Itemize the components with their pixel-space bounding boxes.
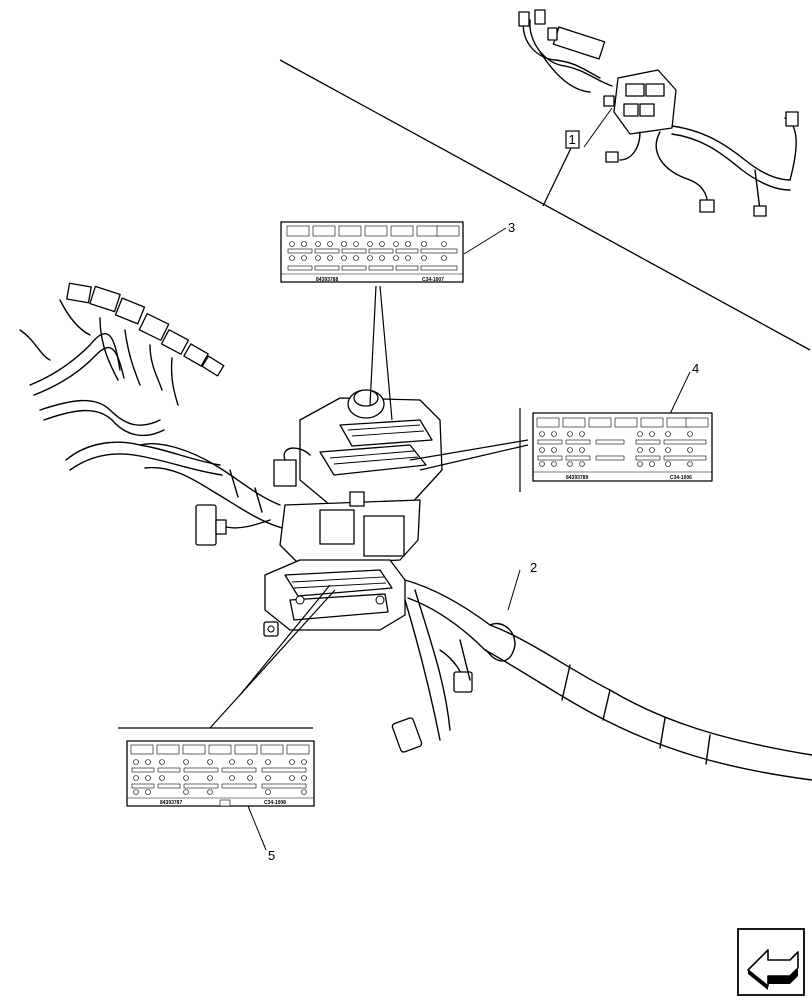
leader-lines: [118, 227, 691, 851]
main-trunk-left: [139, 443, 283, 546]
connector-detail-right: 84393789 C34-1006: [532, 412, 713, 482]
main-trunk-right: [391, 579, 812, 781]
central-module: [263, 389, 443, 637]
callout-5: 5: [268, 848, 275, 863]
connector-right-code: C34-1006: [670, 475, 692, 481]
leader-1: [542, 147, 572, 207]
connector-top-part-number: 84393788: [316, 277, 338, 283]
connector-right-part-number: 84393789: [566, 475, 588, 481]
leader-1b: [583, 107, 613, 148]
connector-detail-bottom: 84393787 C34-1008: [126, 740, 315, 807]
callout-1-box: [565, 130, 580, 149]
left-branch-harness: [19, 282, 225, 476]
callout-2: 2: [530, 560, 537, 575]
connector-bottom-part-number: 84393787: [160, 800, 182, 806]
overview-harness: [518, 9, 799, 217]
connector-detail-top: 84393788 C34-1007: [280, 221, 464, 283]
connector-bottom-code: C34-1008: [264, 800, 286, 806]
callout-3: 3: [508, 220, 515, 235]
section-divider: [279, 59, 811, 351]
connector-top-code: C34-1007: [422, 277, 444, 283]
navigation-arrow-icon[interactable]: [737, 928, 805, 996]
callout-1: 1: [569, 132, 576, 147]
callout-4: 4: [692, 361, 699, 376]
